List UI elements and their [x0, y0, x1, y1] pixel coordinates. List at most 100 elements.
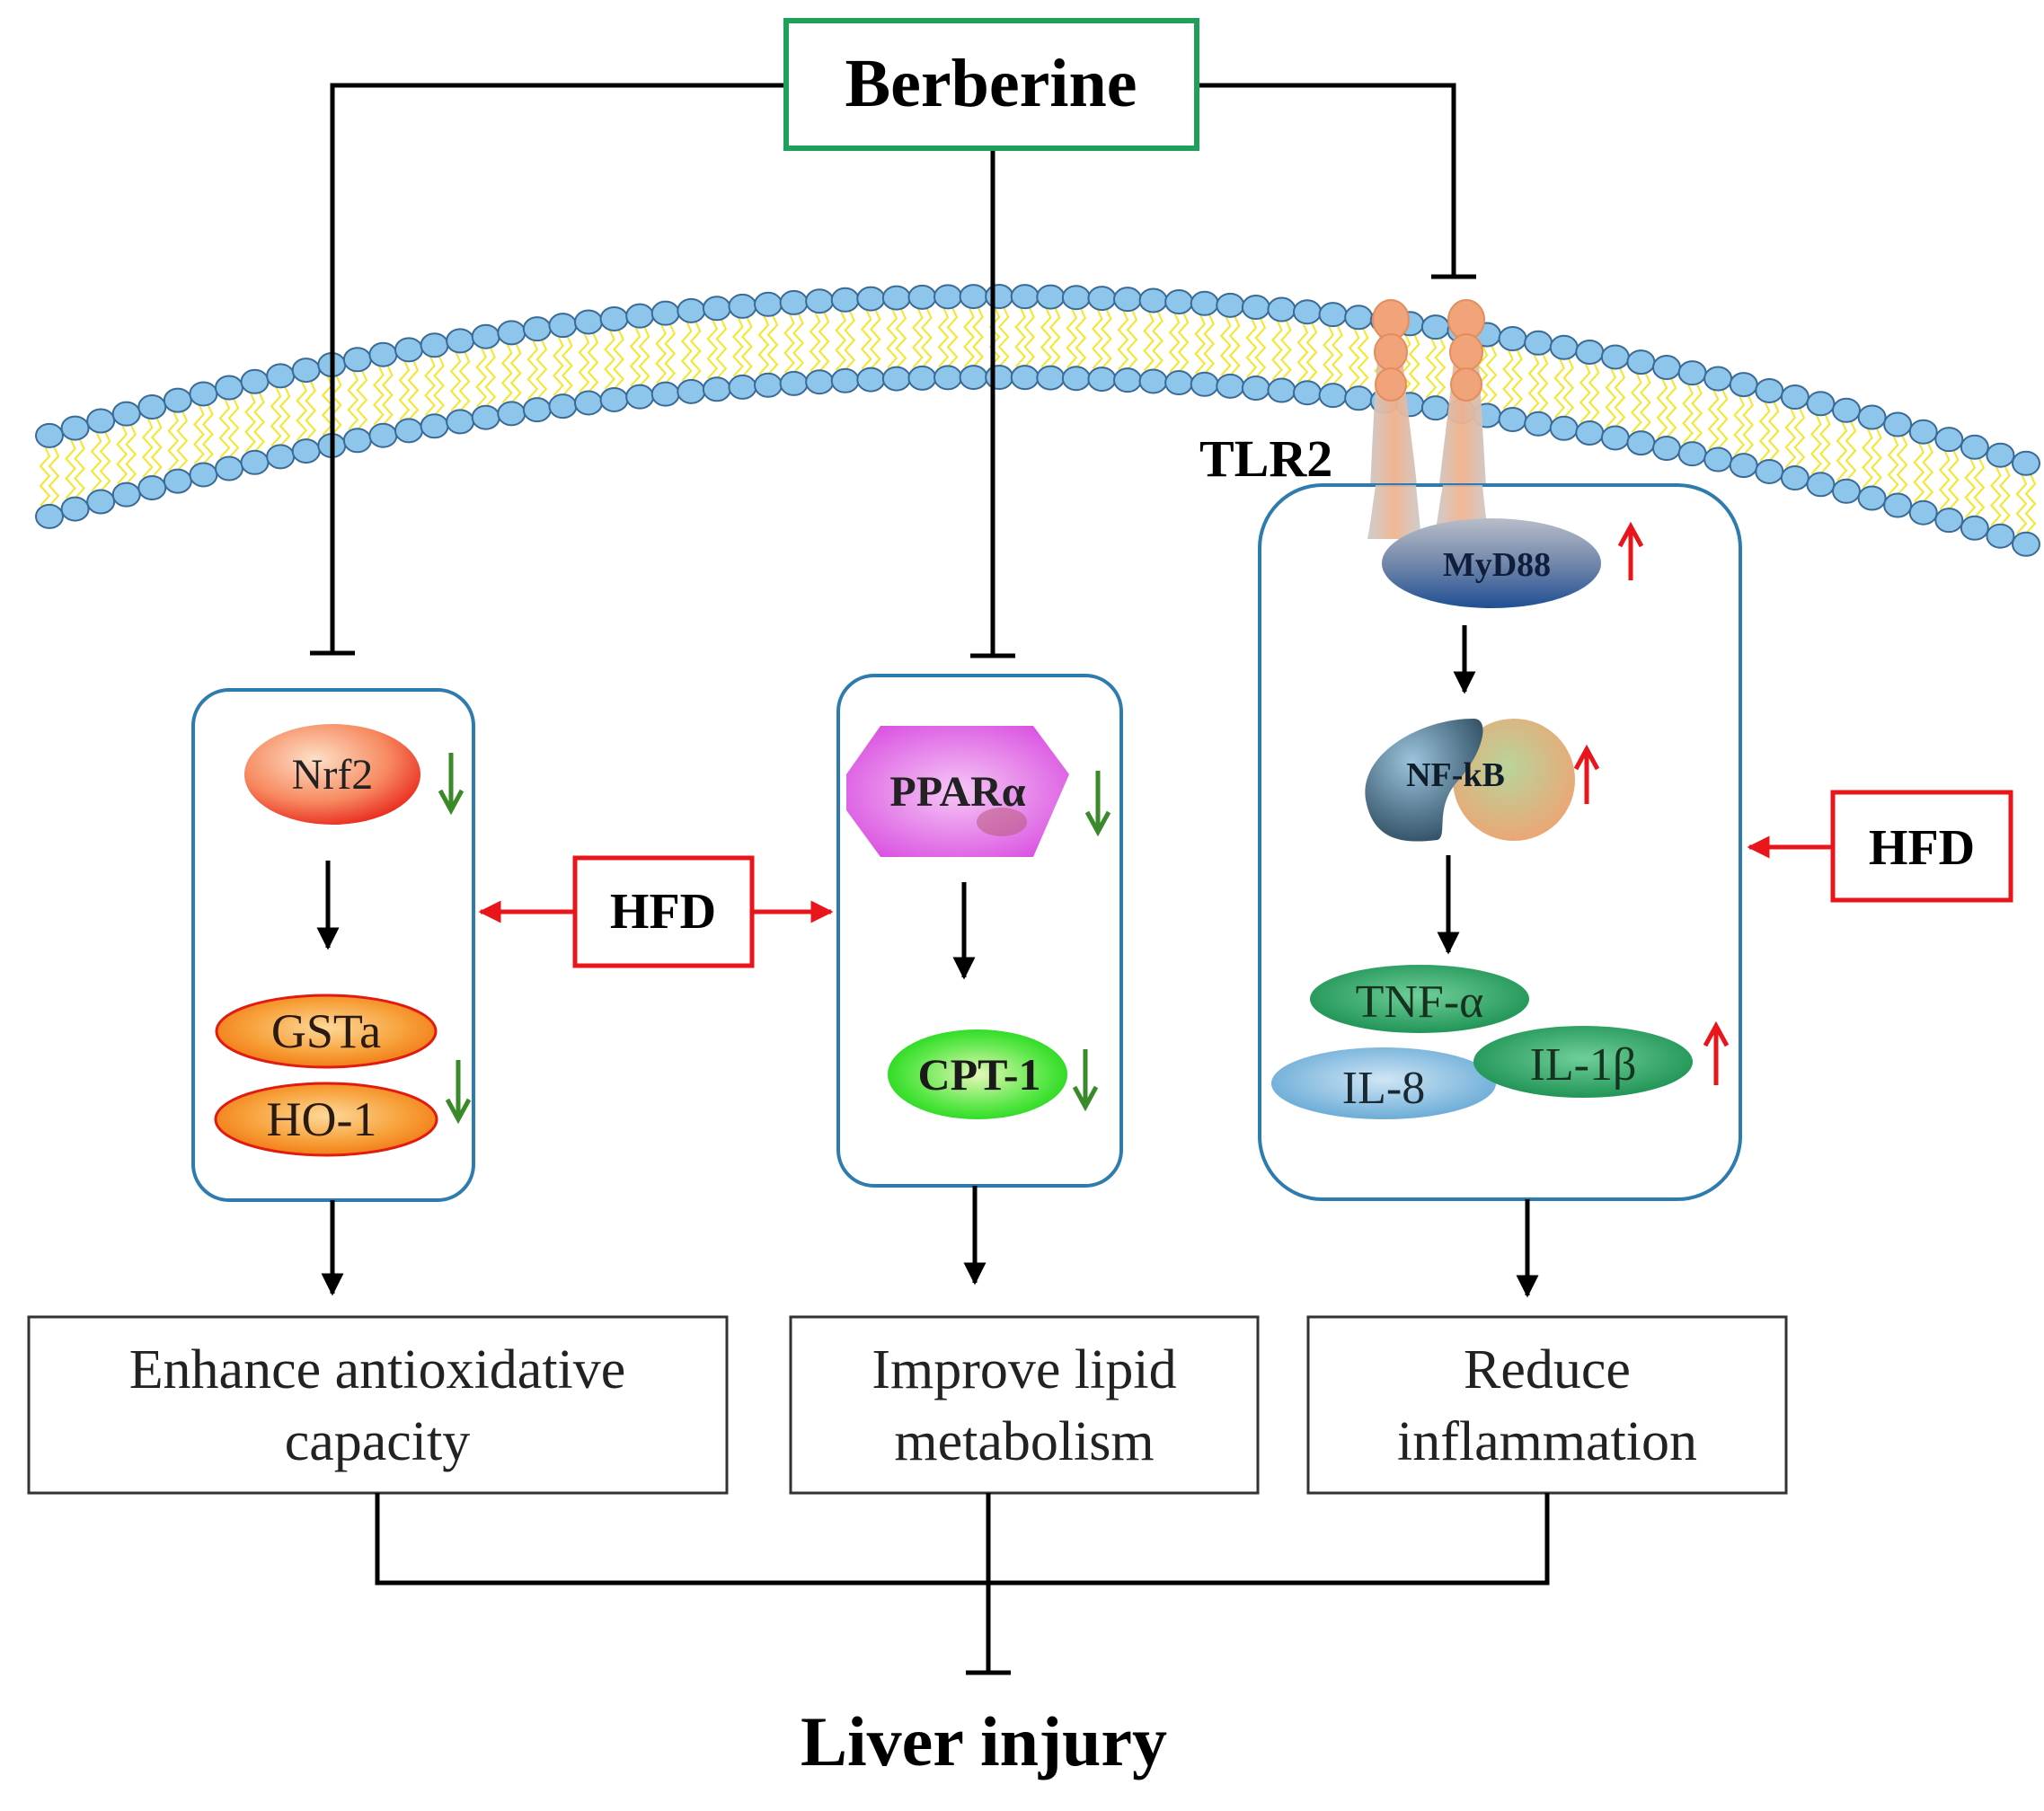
- membrane-lipid-tail: [125, 424, 137, 485]
- membrane-lipid-tail: [484, 347, 497, 408]
- membrane-lipid-tail: [1425, 337, 1438, 398]
- membrane-lipid-head: [1498, 326, 1527, 352]
- membrane-lipid-head: [1524, 330, 1553, 356]
- membrane-lipid-tail: [1938, 449, 1951, 510]
- membrane-lipid-tail: [921, 307, 933, 368]
- membrane-lipid-tail: [382, 365, 394, 426]
- membrane-lipid-head: [1857, 485, 1887, 511]
- membrane-lipid-tail: [253, 392, 265, 453]
- membrane-lipid-tail: [116, 424, 128, 485]
- membrane-lipid-head: [266, 363, 296, 389]
- membrane-lipid-head: [1549, 415, 1579, 441]
- membrane-lipid-head: [548, 313, 578, 339]
- membrane-lipid-head: [1138, 287, 1168, 314]
- membrane-lipid-head: [959, 284, 988, 310]
- membrane-lipid-tail: [1049, 307, 1061, 368]
- membrane-lipid-tail: [330, 375, 342, 436]
- membrane-lipid-tail: [1682, 383, 1694, 444]
- membrane-lipid-head: [1652, 436, 1681, 462]
- membrane-lipid-head: [1524, 411, 1553, 437]
- membrane-lipid-head: [1113, 287, 1142, 313]
- membrane-lipid-tail: [1219, 315, 1232, 376]
- membrane-lipid-tail: [509, 342, 522, 403]
- ppara-down-arrow: [1084, 771, 1111, 837]
- membrane-lipid-tail: [638, 326, 650, 387]
- membrane-lipid-tail: [1357, 327, 1369, 388]
- membrane-lipid-tail: [1887, 435, 1899, 496]
- membrane-lipid-tail: [39, 446, 51, 507]
- membrane-lipid-tail: [1810, 413, 1822, 474]
- membrane-lipid-head: [1420, 395, 1450, 421]
- membrane-lipid-tail: [65, 438, 76, 499]
- membrane-lipid-tail: [706, 318, 719, 379]
- membrane-lipid-tail: [458, 350, 471, 412]
- cpt1-down-arrow: [1072, 1049, 1099, 1112]
- membrane-lipid-head: [163, 468, 192, 494]
- nfkb-label: NF-kB: [1406, 756, 1505, 794]
- membrane-lipid-head: [702, 376, 731, 402]
- berberine-inhibition-lines: [310, 83, 1476, 658]
- membrane-lipid-head: [907, 284, 937, 310]
- membrane-lipid-head: [394, 337, 423, 363]
- liver-injury-label: Liver injury: [801, 1702, 1167, 1780]
- membrane-lipid-tail: [1323, 324, 1334, 385]
- membrane-lipid-head: [1755, 458, 1784, 484]
- membrane-lipid-tail: [1245, 317, 1258, 378]
- membrane-lipid-head: [1703, 446, 1733, 473]
- membrane-lipid-tail: [562, 335, 573, 396]
- outcome-antioxidative-line1: Enhance antioxidative: [129, 1339, 626, 1400]
- membrane-lipid-head: [1780, 384, 1810, 411]
- membrane-lipid-head: [266, 444, 296, 470]
- membrane-lipid-tail: [1691, 383, 1703, 444]
- membrane-lipid-tail: [244, 392, 256, 453]
- membrane-lipid-tail: [1964, 457, 1977, 518]
- membrane-lipid-head: [1036, 365, 1066, 391]
- membrane-lipid-head: [574, 390, 603, 416]
- nrf2-label: Nrf2: [292, 751, 374, 799]
- membrane-lipid-tail: [1742, 394, 1755, 455]
- membrane-lipid-tail: [895, 308, 907, 369]
- membrane-lipid-head: [1190, 290, 1219, 316]
- ppara-label: PPARα: [889, 768, 1025, 816]
- outcome-inflammation-box: [1306, 1315, 1788, 1495]
- membrane-lipid-tail: [1716, 389, 1729, 450]
- membrane-lipid-tail: [835, 310, 847, 371]
- membrane-lipid-tail: [1656, 377, 1668, 438]
- membrane-lipid-head: [291, 358, 321, 384]
- membrane-lipid-tail: [1536, 353, 1549, 414]
- outcome-antioxidative-box: [27, 1315, 729, 1495]
- membrane-lipid-head: [1934, 427, 1964, 453]
- membrane-lipid-head: [625, 303, 655, 329]
- membrane-lipid-head: [522, 316, 552, 342]
- membrane-lipid-head: [599, 386, 629, 412]
- tnf-alpha-node: [1310, 965, 1529, 1033]
- membrane-lipid-head: [342, 428, 372, 454]
- membrane-lipid-tail: [74, 438, 85, 499]
- membrane-lipid-tail: [1399, 333, 1411, 394]
- membrane-lipid-tail: [1665, 377, 1677, 438]
- membrane-lipid-tail: [1999, 465, 2011, 526]
- membrane-lipid-tail: [604, 329, 615, 390]
- hfd-center-box: [572, 855, 755, 968]
- tlr2-label: TLR2: [1199, 429, 1332, 488]
- membrane-lipid-tail: [1040, 307, 1052, 368]
- membrane-lipid-head: [111, 481, 141, 508]
- membrane-lipid-tail: [227, 398, 240, 459]
- membrane-lipid-tail: [1758, 401, 1771, 462]
- membrane-lipid-head: [959, 365, 988, 391]
- membrane-lipid-tail: [1502, 349, 1514, 410]
- membrane-lipid-head: [574, 309, 603, 335]
- membrane-lipid-head: [1626, 349, 1656, 375]
- membrane-lipid-tail: [1271, 320, 1283, 381]
- membrane-lipid-head: [1318, 383, 1348, 409]
- membrane-lipid-head: [1960, 515, 1989, 541]
- membrane-lipid-tail: [433, 355, 445, 416]
- membrane-lipid-tail: [407, 359, 420, 421]
- membrane-lipid-head: [1652, 355, 1681, 381]
- membrane-lipid-head: [137, 394, 167, 420]
- membrane-lipid-tail: [398, 359, 411, 421]
- membrane-lipid-head: [1729, 453, 1758, 479]
- membrane-lipid-head: [471, 323, 500, 349]
- membrane-lipid-tail: [587, 332, 599, 393]
- membrane-lipid-tail: [1280, 320, 1292, 381]
